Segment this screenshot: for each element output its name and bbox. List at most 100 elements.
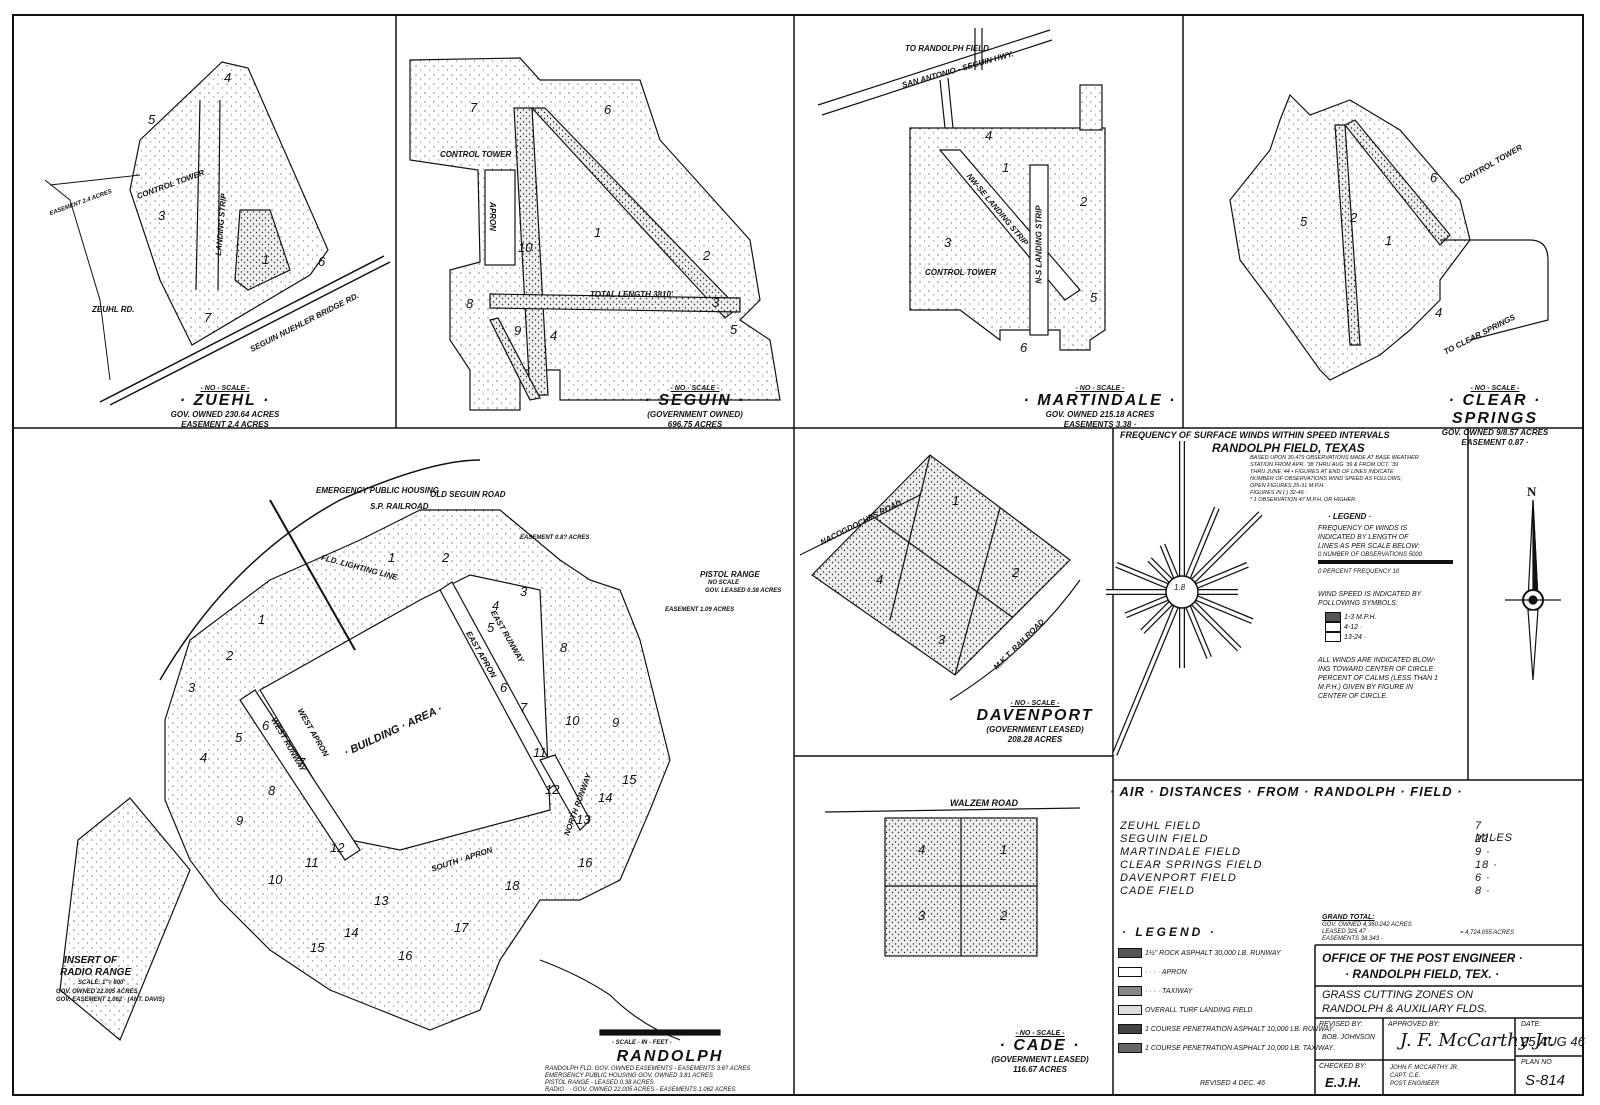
wind-spoke-fill: [1192, 602, 1241, 651]
randolph-zone-w9: 9: [236, 813, 244, 828]
wind-center-label: 1.8: [1174, 583, 1186, 592]
randolph-zone-14: 14: [598, 790, 613, 805]
wind-speed-label: 4-12 ·: [1344, 623, 1363, 631]
revised-by-label: REVISED BY:: [1319, 1021, 1363, 1028]
randolph-zone-4: 4: [492, 598, 500, 613]
randolph-zone-w2: 2: [226, 648, 234, 663]
randolph-zone-10: 10: [565, 713, 580, 728]
north-label: N: [1527, 484, 1537, 499]
zuehl-zone-1: 1: [262, 252, 270, 267]
randolph-railroad-label: S.P. RAILROAD: [370, 502, 429, 511]
distance-miles: 9 ·: [1475, 846, 1491, 858]
legend-item: · · · · APRON: [1118, 967, 1187, 977]
clear-springs-no-scale: - NO - SCALE -: [1470, 385, 1520, 392]
legend-item: · · · · TAXIWAY: [1118, 986, 1192, 996]
martindale-field-outline: [909, 127, 1106, 351]
martindale-zone-4: 4: [985, 128, 993, 143]
wind-legend-text: FREQUENCY OF WINDS IS INDICATED BY LENGT…: [1318, 524, 1420, 551]
randolph-zone-12: 12: [545, 782, 560, 797]
clear-springs-zone-2: 2: [1350, 210, 1358, 225]
checked-by-label: CHECKED BY:: [1319, 1063, 1367, 1070]
randolph-pistol-acres: GOV. LEASED 0.38 ACRES: [705, 588, 782, 594]
clear-springs-line1: GOV. OWNED 9/8.57 ACRES: [1441, 428, 1549, 437]
randolph-zone-3: 3: [520, 584, 528, 599]
approved-by-label: APPROVED BY:: [1388, 1021, 1440, 1028]
clear-springs-zone-5: 5: [1300, 214, 1308, 229]
zuehl-zone-4: 4: [224, 70, 232, 85]
randolph-scale-label: - SCALE - IN - FEET -: [612, 1040, 672, 1046]
seguin-zone-2: 2: [703, 248, 711, 263]
davenport-zone-4: 4: [876, 572, 884, 587]
martindale-tower-label: CONTROL TOWER: [925, 268, 997, 277]
randolph-easement1-label: EASEMENT 0.8? ACRES: [520, 535, 590, 541]
zuehl-zone-3: 3: [158, 208, 166, 223]
zuehl-zone-5: 5: [148, 112, 156, 127]
martindale-line2: EASEMENTS 3.38 ·: [1063, 420, 1137, 429]
zuehl-road2-label: ZEUHL RD.: [92, 305, 135, 314]
seguin-zone-1: 1: [594, 225, 602, 240]
legend-label: 1 COURSE PENETRATION ASPHALT 10,000 LB. …: [1145, 1025, 1335, 1033]
legend-label: · · · · APRON: [1145, 968, 1187, 976]
wind-speed-swatch: [1325, 622, 1341, 632]
grand-total-row: GOV. OWNED 4,360.242 ACRES: [1322, 922, 1412, 928]
cade-no-scale: - NO - SCALE -: [1015, 1030, 1065, 1037]
seguin-field-outline: [409, 57, 781, 411]
randolph-zone-w4: 4: [200, 750, 208, 765]
radio-insert-title2: RADIO RANGE: [60, 967, 132, 978]
davenport-line2: 208.28 ACRES: [1007, 735, 1063, 744]
cade-zone-1: 1: [1000, 842, 1008, 857]
randolph-zone-17: 17: [454, 920, 469, 935]
legend-item: 1 COURSE PENETRATION ASPHALT 10,000 LB. …: [1118, 1024, 1335, 1034]
wind-spoke-fill: [1196, 563, 1249, 588]
radio-insert-owned: GOV. OWNED 22.005 ACRES: [56, 989, 138, 995]
seguin-line2: 696.75 ACRES: [667, 420, 723, 429]
drawing-frame: [12, 14, 1584, 1096]
distance-field: ZEUHL FIELD: [1120, 820, 1202, 832]
seguin-runway-label: TOTAL LENGTH 3810': [590, 290, 673, 299]
randolph-zone-w6: 6: [262, 718, 270, 733]
randolph-zone-w5: 5: [235, 730, 243, 745]
wind-note-line: BASED UPON 30,479 OBSERVATIONS MADE AT B…: [1250, 455, 1419, 461]
zuehl-line2: EASEMENT 2.4 ACRES: [181, 420, 269, 429]
randolph-zone-w10: 10: [268, 872, 283, 887]
seguin-zone-5: 5: [730, 322, 738, 337]
radio-insert-easement: GOV. EASEMENT 1.062 · (ANT. DAVIS): [56, 997, 165, 1003]
randolph-footer-line: RANDOLPH FLD. GOV. OWNED EASEMENTS - EAS…: [545, 1066, 751, 1072]
cade-line1: (GOVERNMENT LEASED): [991, 1055, 1089, 1064]
randolph-seguin-road-label: OLD SEGUIN ROAD: [430, 490, 506, 499]
title-office: OFFICE OF THE POST ENGINEER ·: [1322, 951, 1523, 965]
randolph-zone-5: 5: [487, 620, 495, 635]
cade-title: · CADE ·: [999, 1037, 1081, 1054]
radio-insert-title1: INSERT OF: [64, 955, 118, 966]
randolph-zone-7: 7: [520, 700, 528, 715]
cade-zone-3: 3: [918, 908, 926, 923]
cade-zone-4: 4: [918, 842, 926, 857]
title-drawing-1: GRASS CUTTING ZONES ON: [1322, 989, 1473, 1001]
distance-miles: 22 ·: [1475, 833, 1498, 845]
randolph-pistol-scale: NO SCALE: [708, 580, 740, 586]
air-distances-title: · AIR · DISTANCES · FROM · RANDOLPH · FI…: [1110, 784, 1463, 799]
distance-field: CLEAR SPRINGS FIELD: [1120, 859, 1263, 871]
title-field: · RANDOLPH FIELD, TEX. ·: [1345, 967, 1499, 981]
wind-speed-label: 1-3 M.P.H.: [1344, 613, 1377, 621]
distance-field: MARTINDALE FIELD: [1120, 846, 1241, 858]
seguin-zone-3: 3: [712, 295, 720, 310]
seguin-line1: (GOVERNMENT OWNED): [647, 410, 743, 419]
wind-spoke-fill: [1192, 512, 1262, 582]
wind-center-circle: [1165, 575, 1199, 609]
wind-note-line: OPEN FIGURES 25-31 M.P.H.: [1250, 483, 1325, 489]
legend-title: · LEGEND ·: [1122, 925, 1217, 939]
clear-springs-title: · CLEAR · SPRINGS: [1448, 392, 1542, 427]
randolph-zone-6: 6: [500, 680, 508, 695]
wind-calm-line: CENTER OF CIRCLE.: [1318, 693, 1388, 700]
seguin-zone-6: 6: [604, 102, 612, 117]
randolph-zone-15: 15: [622, 772, 637, 787]
legend-label: OVERALL TURF LANDING FIELD: [1145, 1006, 1253, 1014]
